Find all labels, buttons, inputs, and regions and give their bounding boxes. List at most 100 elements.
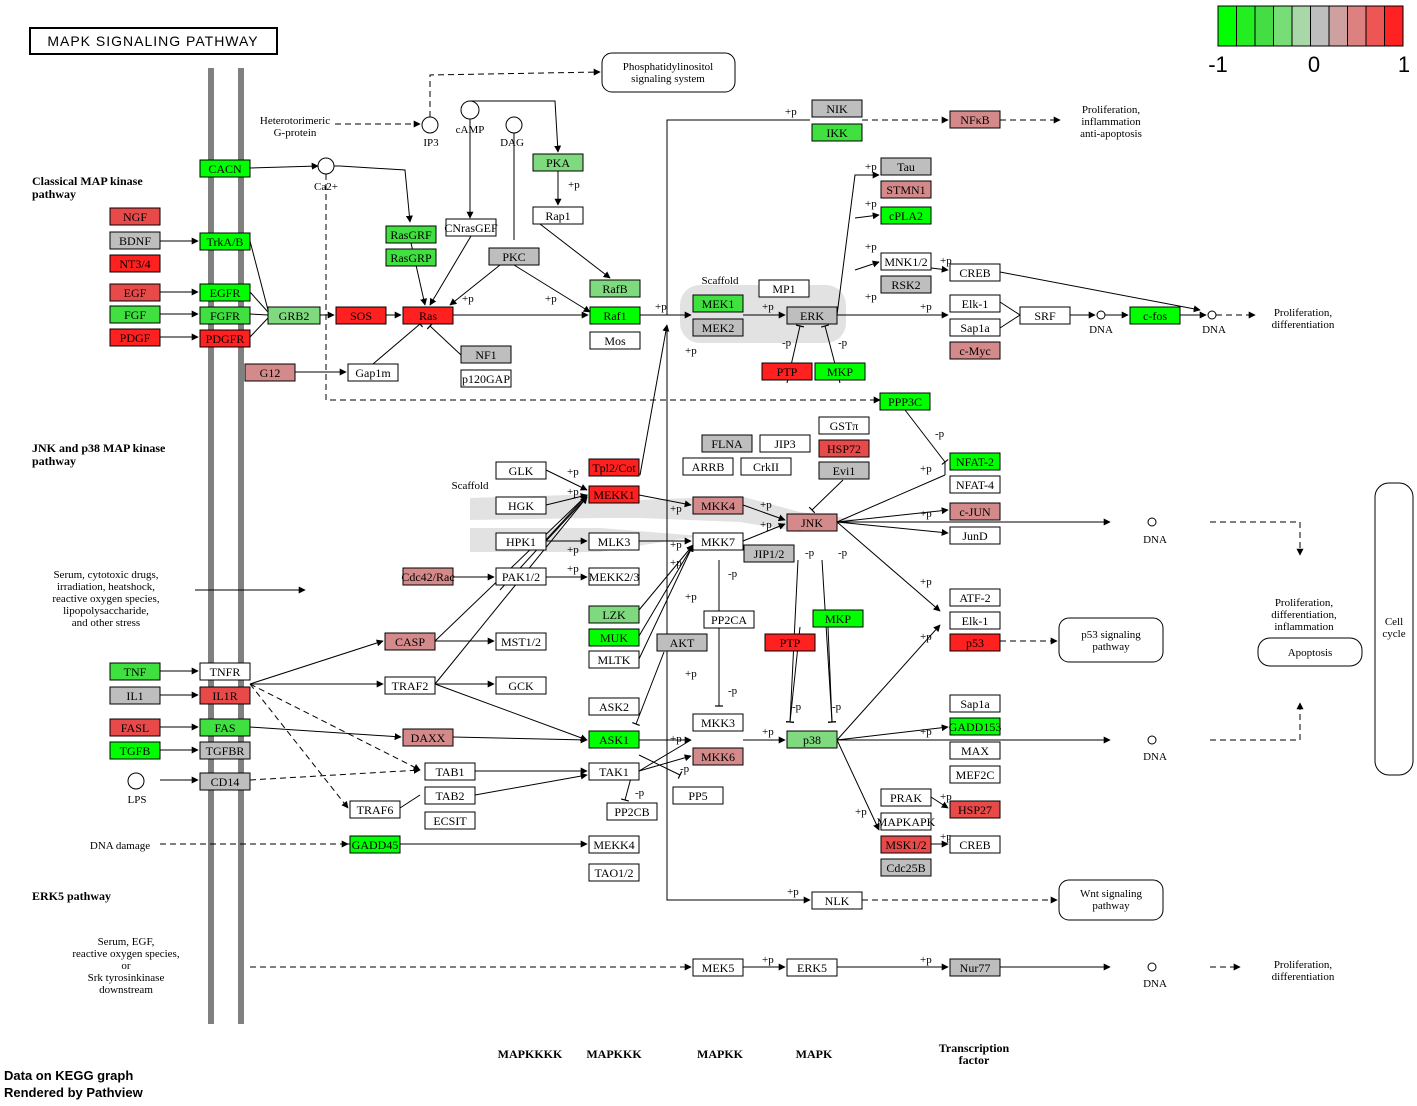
gene-node-daxx[interactable]: DAXX xyxy=(402,728,454,747)
gene-node-casp[interactable]: CASP xyxy=(384,632,436,651)
gene-node-mkk7[interactable]: MKK7 xyxy=(692,532,744,551)
gene-node-tnfr[interactable]: TNFR xyxy=(199,662,251,681)
gene-node-mst12[interactable]: MST1/2 xyxy=(495,632,547,651)
gene-node-mekk4[interactable]: MEKK4 xyxy=(588,835,640,854)
gene-node-cjun[interactable]: c-JUN xyxy=(949,502,1001,521)
gene-node-tnf[interactable]: TNF xyxy=(109,662,161,681)
gene-node-mp1[interactable]: MP1 xyxy=(758,279,810,298)
gene-node-crkii[interactable]: CrkII xyxy=(740,457,792,476)
gene-node-mlk3[interactable]: MLK3 xyxy=(588,532,640,551)
gene-node-mek2[interactable]: MEK2 xyxy=(692,318,744,337)
gene-node-rap1[interactable]: Rap1 xyxy=(532,206,584,225)
gene-node-sap1a[interactable]: Sap1a xyxy=(949,318,1001,337)
gene-node-ppp3c[interactable]: PPP3C xyxy=(879,392,931,411)
gene-node-pkc[interactable]: PKC xyxy=(488,247,540,266)
gene-node-tgfbr[interactable]: TGFBR xyxy=(199,741,251,760)
gene-node-glk[interactable]: GLK xyxy=(495,461,547,480)
gene-node-mos[interactable]: Mos xyxy=(589,331,641,350)
gene-node-erk[interactable]: ERK xyxy=(786,306,838,325)
gene-node-ptp2[interactable]: PTP xyxy=(764,633,816,652)
gene-node-sos[interactable]: SOS xyxy=(335,306,387,325)
gene-node-muk[interactable]: MUK xyxy=(588,628,640,647)
gene-node-cpla2[interactable]: cPLA2 xyxy=(880,206,932,225)
gene-node-ras[interactable]: Ras xyxy=(402,306,454,325)
gene-node-mef2c[interactable]: MEF2C xyxy=(949,765,1001,784)
gene-node-mekk1[interactable]: MEKK1 xyxy=(588,485,640,504)
gene-node-jip3[interactable]: JIP3 xyxy=(759,434,811,453)
gene-node-cfos[interactable]: c-fos xyxy=(1129,306,1181,325)
gene-node-cd14[interactable]: CD14 xyxy=(199,772,251,791)
gene-node-tab1[interactable]: TAB1 xyxy=(424,762,476,781)
gene-node-flna[interactable]: FLNA xyxy=(701,434,753,453)
gene-node-rasgrp[interactable]: RasGRP xyxy=(385,248,437,267)
gene-node-il1r[interactable]: IL1R xyxy=(199,686,251,705)
gene-node-fas[interactable]: FAS xyxy=(199,718,251,737)
gene-node-bdnf[interactable]: BDNF xyxy=(109,231,161,250)
gene-node-mkp1[interactable]: MKP xyxy=(814,362,866,381)
gene-node-mkk4[interactable]: MKK4 xyxy=(692,496,744,515)
gene-node-p120gap[interactable]: p120GAP xyxy=(460,369,512,388)
gene-node-pdgf[interactable]: PDGF xyxy=(109,328,161,347)
gene-node-hgk[interactable]: HGK xyxy=(495,496,547,515)
gene-node-arrb[interactable]: ARRB xyxy=(682,457,734,476)
gene-node-il1[interactable]: IL1 xyxy=(109,686,161,705)
gene-node-p38[interactable]: p38 xyxy=(786,730,838,749)
gene-node-cnrasgef[interactable]: CNrasGEF xyxy=(444,218,498,237)
gene-node-pka[interactable]: PKA xyxy=(532,153,584,172)
gene-node-max[interactable]: MAX xyxy=(949,741,1001,760)
gene-node-ecsit[interactable]: ECSIT xyxy=(424,811,476,830)
gene-node-nfat2[interactable]: NFAT-2 xyxy=(949,452,1001,471)
gene-node-cmyc[interactable]: c-Myc xyxy=(949,341,1001,360)
gene-node-mkp2[interactable]: MKP xyxy=(812,609,864,628)
gene-node-erk5[interactable]: ERK5 xyxy=(786,958,838,977)
gene-node-g12[interactable]: G12 xyxy=(244,363,296,382)
gene-node-nfat4[interactable]: NFAT-4 xyxy=(949,475,1001,494)
gene-node-fasl[interactable]: FASL xyxy=(109,718,161,737)
gene-node-fgf[interactable]: FGF xyxy=(109,305,161,324)
gene-node-lzk[interactable]: LZK xyxy=(588,605,640,624)
gene-node-mekk23[interactable]: MEKK2/3 xyxy=(588,567,640,586)
gene-node-tak1[interactable]: TAK1 xyxy=(588,762,640,781)
apoptosis-map[interactable]: Apoptosis xyxy=(1257,637,1363,667)
gene-node-mnk12[interactable]: MNK1/2 xyxy=(880,252,932,271)
gene-node-gap1m[interactable]: Gap1m xyxy=(347,363,399,382)
gene-node-egf[interactable]: EGF xyxy=(109,283,161,302)
gene-node-egfr[interactable]: EGFR xyxy=(199,283,251,302)
gene-node-traf2[interactable]: TRAF2 xyxy=(384,676,436,695)
gene-node-nf1[interactable]: NF1 xyxy=(460,345,512,364)
gene-node-pak12[interactable]: PAK1/2 xyxy=(495,567,547,586)
gene-node-cdc25b[interactable]: Cdc25B xyxy=(880,858,932,877)
gene-node-hsp27[interactable]: HSP27 xyxy=(949,800,1001,819)
gene-node-creb2[interactable]: CREB xyxy=(949,835,1001,854)
gene-node-nik[interactable]: NIK xyxy=(811,99,863,118)
gene-node-nur77[interactable]: Nur77 xyxy=(949,958,1001,977)
gene-node-tau[interactable]: Tau xyxy=(880,157,932,176)
gene-node-stmn1[interactable]: STMN1 xyxy=(880,180,932,199)
gene-node-raf1[interactable]: Raf1 xyxy=(589,306,641,325)
gene-node-ngf[interactable]: NGF xyxy=(109,207,161,226)
gene-node-gck[interactable]: GCK xyxy=(495,676,547,695)
gene-node-tab2[interactable]: TAB2 xyxy=(424,786,476,805)
gene-node-rasgrf[interactable]: RasGRF xyxy=(385,225,437,244)
gene-node-ptp1[interactable]: PTP xyxy=(761,362,813,381)
gene-node-tgfb[interactable]: TGFB xyxy=(109,741,161,760)
gene-node-tpl2cot[interactable]: Tpl2/Cot xyxy=(588,458,640,477)
gene-node-pp5[interactable]: PP5 xyxy=(672,786,724,805)
gene-node-trkab[interactable]: TrkA/B xyxy=(199,232,251,251)
gene-node-mapkapk[interactable]: MAPKAPK xyxy=(877,812,936,831)
gene-node-jip12[interactable]: JIP1/2 xyxy=(743,544,795,563)
gene-node-nfkb[interactable]: NFκB xyxy=(949,110,1001,129)
gene-node-hpk1[interactable]: HPK1 xyxy=(495,532,547,551)
gene-node-fgfr[interactable]: FGFR xyxy=(199,306,251,325)
gene-node-sap1b[interactable]: Sap1a xyxy=(949,694,1001,713)
gene-node-rsk2[interactable]: RSK2 xyxy=(880,275,932,294)
gene-node-cacn[interactable]: CACN xyxy=(199,159,251,178)
gene-node-traf6[interactable]: TRAF6 xyxy=(349,800,401,819)
gene-node-pp2ca[interactable]: PP2CA xyxy=(703,610,755,629)
gene-node-srf[interactable]: SRF xyxy=(1019,306,1071,325)
gene-node-hsp72[interactable]: HSP72 xyxy=(818,439,870,458)
gene-node-elk1b[interactable]: Elk-1 xyxy=(949,611,1001,630)
